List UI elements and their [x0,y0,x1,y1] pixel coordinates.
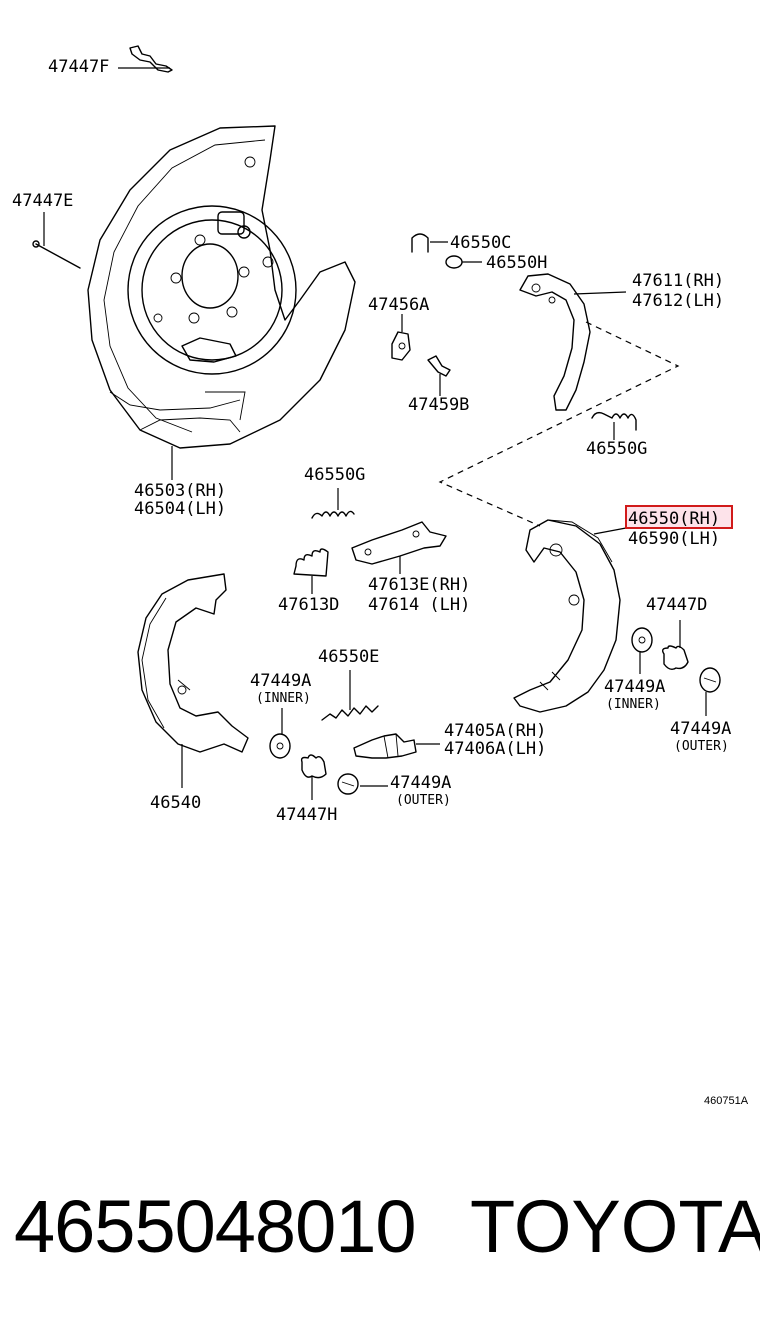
part-46540-brake-shoe-left [137,573,249,788]
brand-text: TOYOTA [470,1185,760,1268]
label-47405A-rh: 47405A(RH) [444,721,546,741]
illustration-code: 460751A [704,1095,749,1107]
part-47447H-spring [300,754,327,800]
label-47613D: 47613D [278,595,339,615]
part-47613D-spring [293,548,329,594]
label-47447H: 47447H [276,805,337,825]
part-46550-brake-shoe-rh [513,519,627,713]
label-47449A-inner-left: 47449A [250,671,311,691]
part-46550H-washer [445,255,482,269]
part-47405A-adjuster [353,733,440,759]
label-46590-lh: 46590(LH) [628,529,720,549]
part-47449A-inner-washer-left [269,708,291,759]
part-47613E-strut [351,521,447,574]
part-47447E-bolt [32,212,81,269]
label-47611-rh: 47611(RH) [632,271,724,291]
part-46503-backing-plate [87,125,356,480]
assembly-reference-lines [438,321,680,527]
part-47449A-outer-cup-right [699,667,721,716]
highlight-box-46550-rh [625,505,733,529]
label-46503-rh: 46503(RH) [134,481,226,501]
label-47614-lh: 47614 (LH) [368,595,470,615]
label-47449A-outer-center-sub: (OUTER) [396,793,451,808]
label-47449A-outer-right: 47449A [670,719,731,739]
label-46550C: 46550C [450,233,511,253]
label-46540: 46540 [150,793,201,813]
part-46550C-clip [411,233,448,253]
label-47449A-outer-center: 47449A [390,773,451,793]
label-46550E: 46550E [318,647,379,667]
part-number-text: 4655048010 [14,1185,417,1268]
label-47612-lh: 47612(LH) [632,291,724,311]
part-47447D-spring [661,620,689,671]
part-46550G-spring-middle [311,488,355,519]
label-47447E: 47447E [12,191,73,211]
part-47447F-clip [118,45,173,73]
part-47456A-plate [391,314,411,361]
part-47611-parking-lever [519,273,627,411]
label-47449A-inner-left-sub: (INNER) [256,691,311,706]
part-46550G-spring-upper [591,411,637,440]
label-47449A-outer-right-sub: (OUTER) [674,739,729,754]
part-47459B-pin [427,355,451,396]
label-47456A: 47456A [368,295,429,315]
part-46550E-spring [321,670,379,721]
label-47449A-inner-right-sub: (INNER) [606,697,661,712]
label-46550H: 46550H [486,253,547,273]
label-47459B: 47459B [408,395,469,415]
part-47449A-inner-washer-right [631,627,653,674]
part-47449A-outer-cup-center [337,773,388,795]
label-46504-lh: 46504(LH) [134,499,226,519]
label-47406A-lh: 47406A(LH) [444,739,546,759]
exploded-parts-diagram: 47447F 47447E 46550C 46550H 47611(RH) 47… [12,45,749,1107]
label-47447D: 47447D [646,595,707,615]
label-46550G-upper: 46550G [586,439,647,459]
label-46550G-middle: 46550G [304,465,365,485]
label-46550-rh[interactable]: 46550(RH) [628,509,720,529]
label-47613E-rh: 47613E(RH) [368,575,470,595]
label-47449A-inner-right: 47449A [604,677,665,697]
label-47447F: 47447F [48,57,109,77]
